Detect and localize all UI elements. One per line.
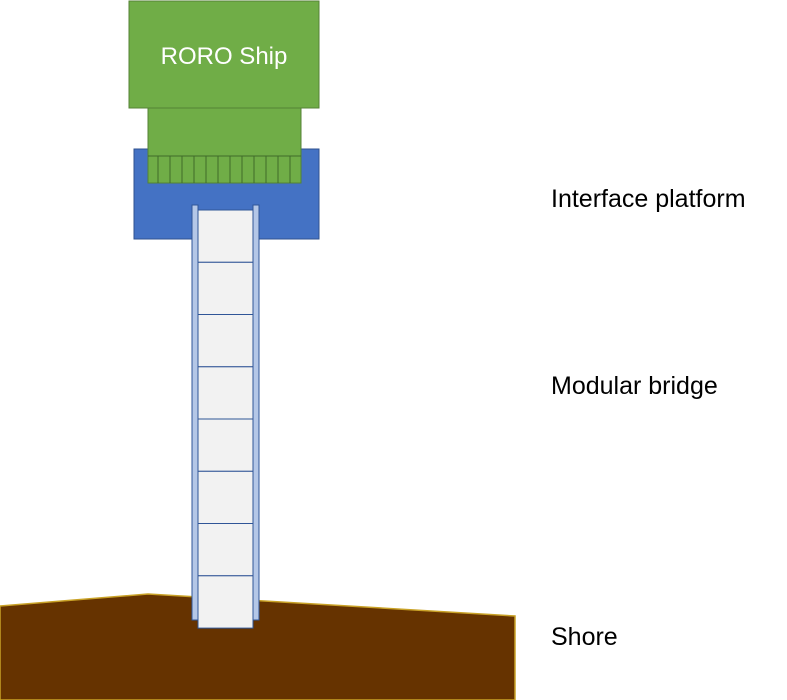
ship-label: RORO Ship xyxy=(161,43,288,70)
shore-label: Shore xyxy=(551,623,618,651)
ship-ramp xyxy=(147,107,302,184)
bridge-module xyxy=(197,575,254,629)
modular-bridge xyxy=(191,204,260,629)
bridge-module xyxy=(197,261,254,316)
bridge-module xyxy=(197,209,254,263)
interface-platform-label: Interface platform xyxy=(551,185,746,213)
bridge-module xyxy=(197,418,254,472)
bridge-module xyxy=(197,470,254,525)
bridge-rail-left xyxy=(191,204,199,621)
shore-ground xyxy=(0,593,516,700)
roro-ship xyxy=(128,0,320,109)
bridge-module xyxy=(197,314,254,368)
bridge-module xyxy=(197,523,254,577)
bridge-rail-right xyxy=(252,204,260,621)
bridge-module xyxy=(197,366,254,420)
modular-bridge-label: Modular bridge xyxy=(551,372,718,400)
